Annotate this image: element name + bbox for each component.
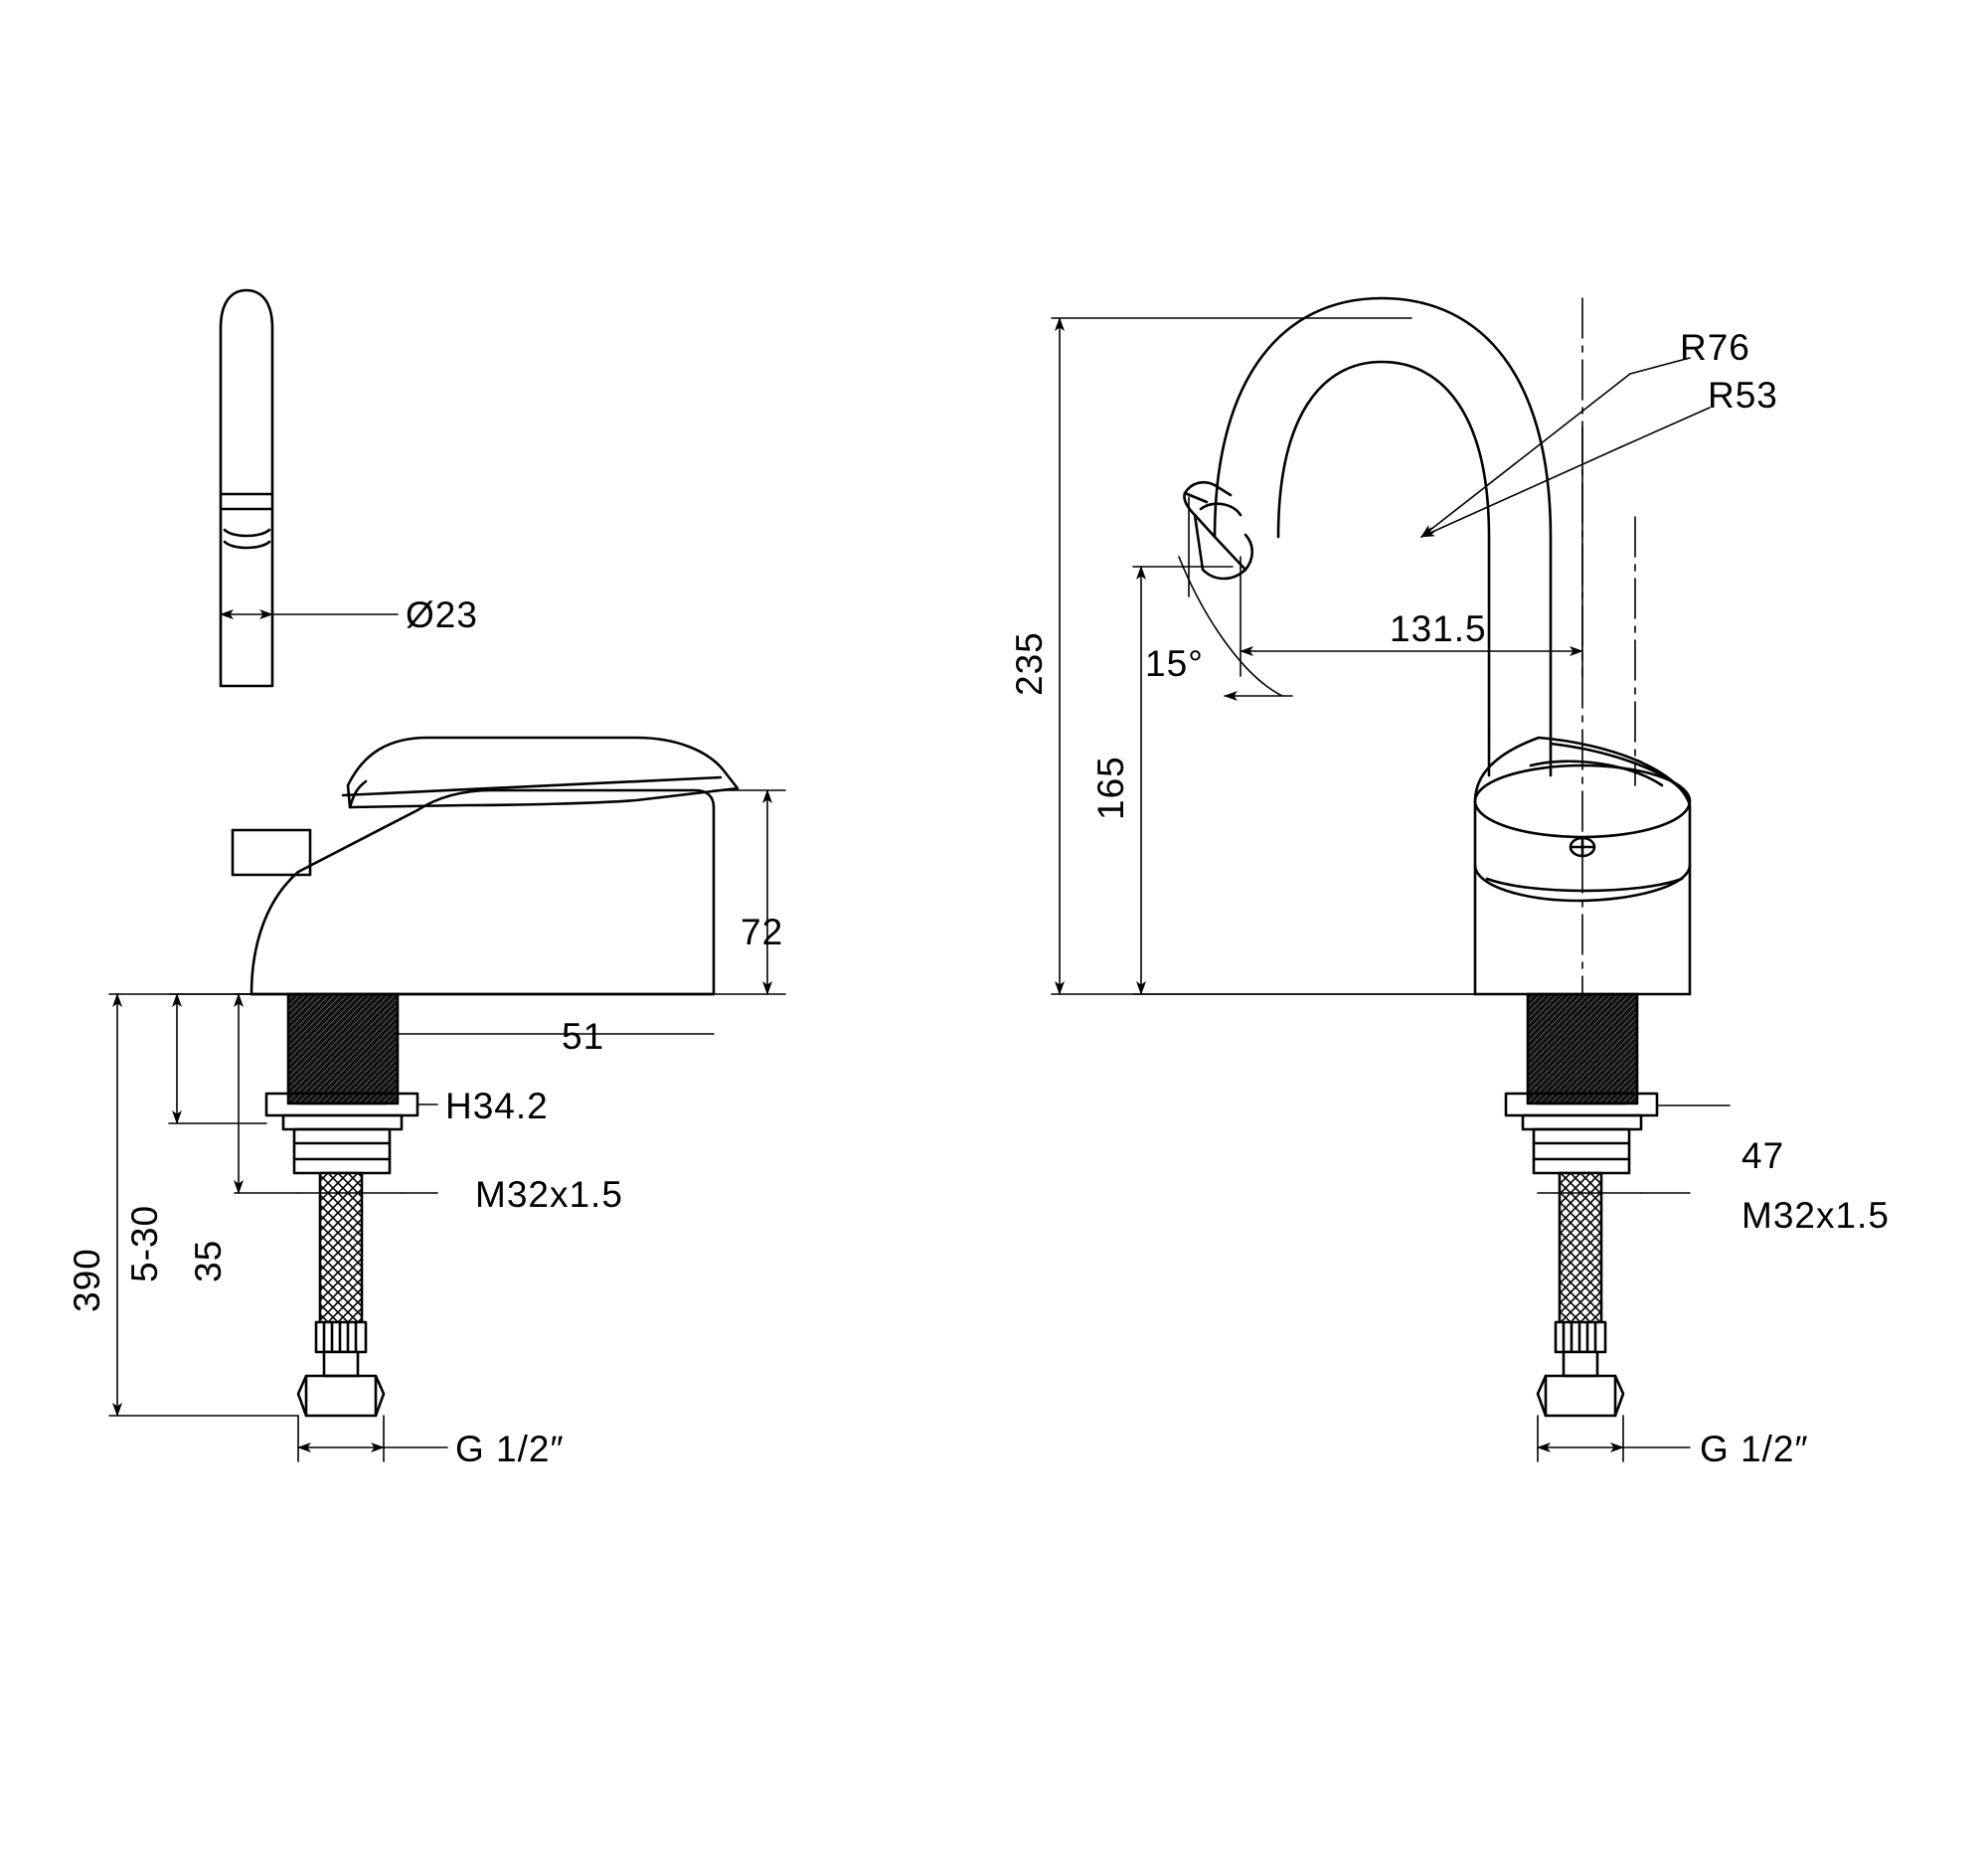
label-spout-diameter: Ø23 xyxy=(406,594,478,635)
label-clamp-range: 5-30 xyxy=(124,1205,165,1282)
label-aerator-angle: 15° xyxy=(1145,643,1204,684)
side-view-dimensions xyxy=(1051,317,1731,1462)
label-side-hose-thread: G 1/2″ xyxy=(1700,1429,1809,1469)
label-shank-flat: H34.2 xyxy=(445,1086,549,1126)
front-view-faucet-outline xyxy=(219,288,740,996)
label-radius-inner: R53 xyxy=(1708,375,1778,416)
label-spout-reach: 131.5 xyxy=(1390,608,1487,649)
dimension-labels: Ø23 72 51 H34.2 M32x1.5 5-30 35 390 G 1/… xyxy=(67,327,1890,1469)
label-body-width: 51 xyxy=(562,1016,604,1057)
side-view-shank xyxy=(1504,992,1659,1175)
front-view-hose xyxy=(296,1171,386,1418)
label-radius-outer: R76 xyxy=(1680,327,1750,368)
label-cap-width: 47 xyxy=(1741,1135,1784,1176)
side-view-hose xyxy=(1536,1171,1625,1418)
label-shank-length: 35 xyxy=(188,1240,229,1282)
label-handle-height: 72 xyxy=(741,912,783,952)
label-front-hose-thread: G 1/2″ xyxy=(455,1429,565,1469)
front-view-shank xyxy=(264,992,419,1175)
label-hose-length: 390 xyxy=(67,1248,107,1312)
label-front-thread: M32x1.5 xyxy=(475,1174,623,1215)
label-spout-height: 165 xyxy=(1090,756,1131,820)
front-view-dimensions xyxy=(108,609,786,1462)
label-side-thread: M32x1.5 xyxy=(1741,1195,1890,1236)
label-total-height: 235 xyxy=(1009,631,1050,696)
